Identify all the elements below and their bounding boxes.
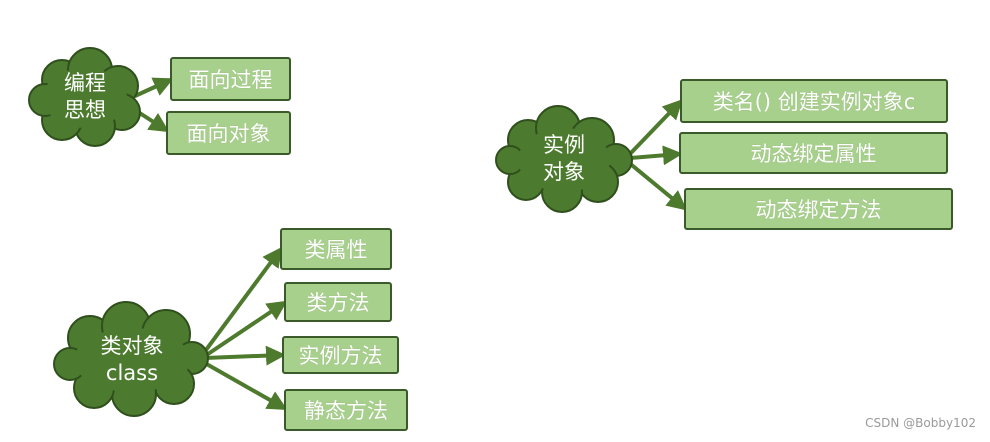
node-class-attribute: 类属性	[280, 228, 392, 270]
cloud-programming-thought-label: 编程 思想	[50, 66, 120, 128]
cloud-class-object	[53, 301, 209, 417]
cloud-instance-object-label: 实例 对象	[522, 128, 606, 190]
cloud-instance-object	[495, 105, 633, 213]
cloud-class-line1: 类对象	[100, 333, 164, 358]
arrow-programming-to-procedural	[134, 77, 174, 98]
arrow-instance-to-method	[626, 160, 688, 211]
cloud-programming-line2: 思想	[64, 98, 106, 122]
cloud-class-line2: class	[105, 361, 159, 385]
node-create-instance: 类名() 创建实例对象c	[680, 79, 948, 123]
cloud-class-object-label: 类对象 class	[84, 328, 180, 392]
node-static-method: 静态方法	[284, 389, 408, 431]
node-dynamic-method: 动态绑定方法	[684, 188, 953, 230]
cloud-instance-line2: 对象	[543, 160, 585, 184]
node-procedural: 面向过程	[170, 57, 291, 101]
node-dynamic-attribute: 动态绑定属性	[679, 132, 948, 174]
arrow-class-to-instancemethod	[204, 345, 286, 366]
node-oop: 面向对象	[166, 111, 291, 155]
arrow-class-to-classmethod	[203, 300, 288, 358]
arrow-instance-to-create	[626, 99, 683, 158]
cloud-programming-thought	[28, 47, 141, 147]
arrow-class-to-classattr	[201, 246, 283, 356]
cloud-programming-line1: 编程	[64, 70, 106, 95]
node-class-method: 类方法	[284, 282, 392, 322]
watermark-text: CSDN @Bobby102	[865, 416, 976, 430]
arrow-instance-to-attr	[629, 145, 683, 166]
arrow-class-to-staticmethod	[202, 360, 288, 410]
node-instance-method: 实例方法	[282, 336, 399, 374]
cloud-instance-line1: 实例	[543, 132, 585, 157]
